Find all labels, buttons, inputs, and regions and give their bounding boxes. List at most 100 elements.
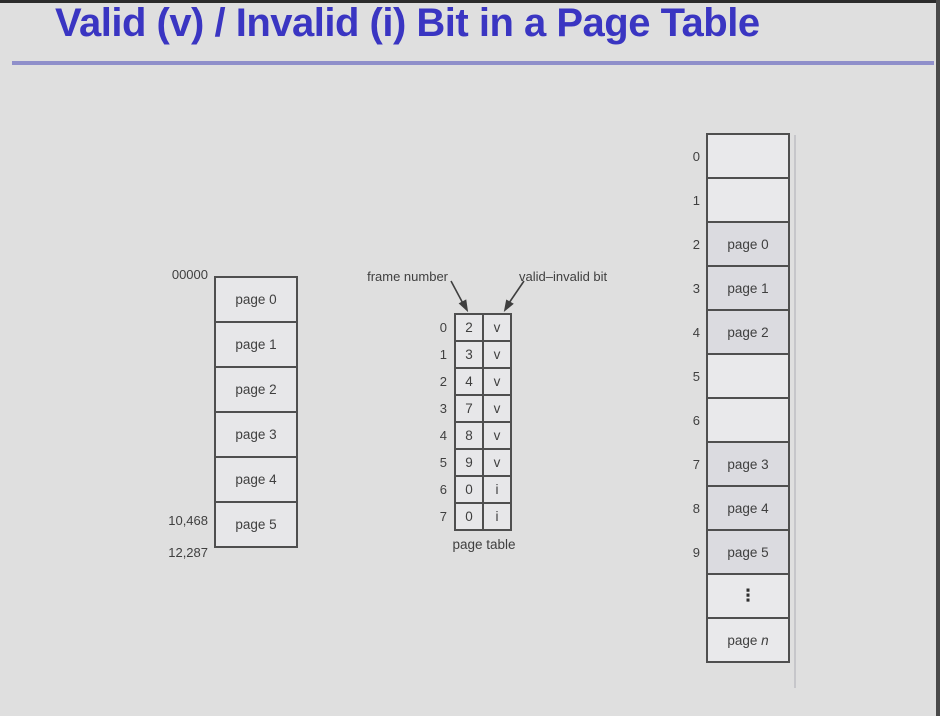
page-n-prefix: page [727, 632, 762, 648]
page-table-row: 3 7 v [432, 394, 512, 423]
physical-memory-row: page n [680, 617, 790, 663]
logical-address-top: 00000 [171, 267, 208, 282]
frame-index: 6 [692, 412, 700, 428]
page-table-row: 0 2 v [432, 313, 512, 342]
logical-memory-row: page 2 [214, 366, 298, 413]
frame-cell [706, 133, 790, 179]
valid-bit-cell: v [482, 367, 512, 396]
frame-index: 2 [692, 236, 700, 252]
vertical-ellipsis: ⋮ [706, 573, 790, 619]
valid-bit-cell: i [482, 475, 512, 504]
frame-cell: page 4 [706, 485, 790, 531]
page-table-row-index: 4 [439, 428, 447, 443]
valid-bit-cell: i [482, 502, 512, 531]
logical-memory-table: page 0 page 1 page 2 page 3 page 4 page … [214, 276, 298, 548]
physical-memory-row: 8 page 4 [680, 485, 790, 531]
frame-number-cell: 0 [454, 502, 484, 531]
frame-cell-page-n: page n [706, 617, 790, 663]
physical-memory-row: 1 [680, 177, 790, 223]
physical-memory-row: ⋮ [680, 573, 790, 619]
frame-index: 9 [692, 544, 700, 560]
frame-number-cell: 2 [454, 313, 484, 342]
logical-page-cell: page 4 [214, 456, 298, 503]
page-table-row: 6 0 i [432, 475, 512, 504]
page-table-row-index: 7 [439, 509, 447, 524]
frame-number-cell: 3 [454, 340, 484, 369]
frame-number-cell: 9 [454, 448, 484, 477]
frame-cell [706, 397, 790, 443]
frame-cell: page 3 [706, 441, 790, 487]
frame-number-cell: 4 [454, 367, 484, 396]
frame-number-cell: 0 [454, 475, 484, 504]
frame-cell [706, 353, 790, 399]
valid-bit-cell: v [482, 421, 512, 450]
frame-cell [706, 177, 790, 223]
logical-page-cell: page 3 [214, 411, 298, 458]
column-shadow-line [794, 135, 796, 688]
frame-cell: page 1 [706, 265, 790, 311]
title-underline [12, 61, 934, 65]
frame-index [680, 574, 707, 618]
valid-bit-arrowhead [503, 299, 514, 313]
page-table-row: 2 4 v [432, 367, 512, 396]
logical-memory-row: page 5 [214, 501, 298, 548]
frame-index [680, 618, 707, 662]
logical-memory-row: page 3 [214, 411, 298, 458]
frame-cell: page 2 [706, 309, 790, 355]
frame-number-cell: 7 [454, 394, 484, 423]
physical-memory-row: 2 page 0 [680, 221, 790, 267]
page-table-row-index: 6 [439, 482, 447, 497]
physical-memory-row: 9 page 5 [680, 529, 790, 575]
frame-number-arrow-line [450, 280, 464, 304]
page-table-row: 1 3 v [432, 340, 512, 369]
right-edge-strip [936, 0, 940, 716]
logical-memory-row: page 0 [214, 276, 298, 323]
logical-address-bottom-1: 10,468 [168, 513, 208, 528]
physical-memory-row: 5 [680, 353, 790, 399]
physical-memory-row: 6 [680, 397, 790, 443]
frame-number-cell: 8 [454, 421, 484, 450]
frame-index: 4 [692, 324, 700, 340]
physical-memory-row: 0 [680, 133, 790, 179]
logical-page-cell: page 5 [214, 501, 298, 548]
page-table-row: 5 9 v [432, 448, 512, 477]
valid-bit-cell: v [482, 340, 512, 369]
frame-number-arrowhead [458, 299, 469, 313]
valid-bit-cell: v [482, 394, 512, 423]
frame-cell: page 0 [706, 221, 790, 267]
logical-page-cell: page 1 [214, 321, 298, 368]
page-table-row-index: 5 [439, 455, 447, 470]
page-table-row: 4 8 v [432, 421, 512, 450]
physical-memory-table: 0 1 2 page 0 3 page 1 4 page 2 5 6 7 [680, 133, 790, 663]
frame-index: 8 [692, 500, 700, 516]
page-table-row-index: 2 [439, 374, 447, 389]
page-table: 0 2 v 1 3 v 2 4 v 3 7 v 4 8 v 5 9 v [432, 313, 512, 531]
page-table-caption: page table [452, 537, 516, 552]
frame-index: 5 [692, 368, 700, 384]
frame-index: 7 [692, 456, 700, 472]
physical-memory-row: 4 page 2 [680, 309, 790, 355]
valid-invalid-bit-label: valid–invalid bit [519, 269, 608, 284]
logical-page-cell: page 2 [214, 366, 298, 413]
page-table-row-index: 3 [439, 401, 447, 416]
logical-memory-row: page 4 [214, 456, 298, 503]
valid-bit-cell: v [482, 448, 512, 477]
page-n-variable: n [761, 632, 769, 648]
page-table-row-index: 1 [439, 347, 447, 362]
physical-memory-row: 7 page 3 [680, 441, 790, 487]
frame-index: 3 [692, 280, 700, 296]
frame-index: 1 [692, 192, 700, 208]
page-title: Valid (v) / Invalid (i) Bit in a Page Ta… [55, 1, 760, 45]
physical-memory-row: 3 page 1 [680, 265, 790, 311]
logical-memory-row: page 1 [214, 321, 298, 368]
frame-cell: page 5 [706, 529, 790, 575]
valid-bit-cell: v [482, 313, 512, 342]
frame-number-label: frame number [367, 269, 448, 284]
valid-bit-arrow-line [508, 280, 525, 304]
page-table-row: 7 0 i [432, 502, 512, 531]
frame-index: 0 [692, 148, 700, 164]
logical-address-bottom-2: 12,287 [168, 545, 208, 560]
page-table-row-index: 0 [439, 320, 447, 335]
top-edge-strip [0, 0, 940, 3]
